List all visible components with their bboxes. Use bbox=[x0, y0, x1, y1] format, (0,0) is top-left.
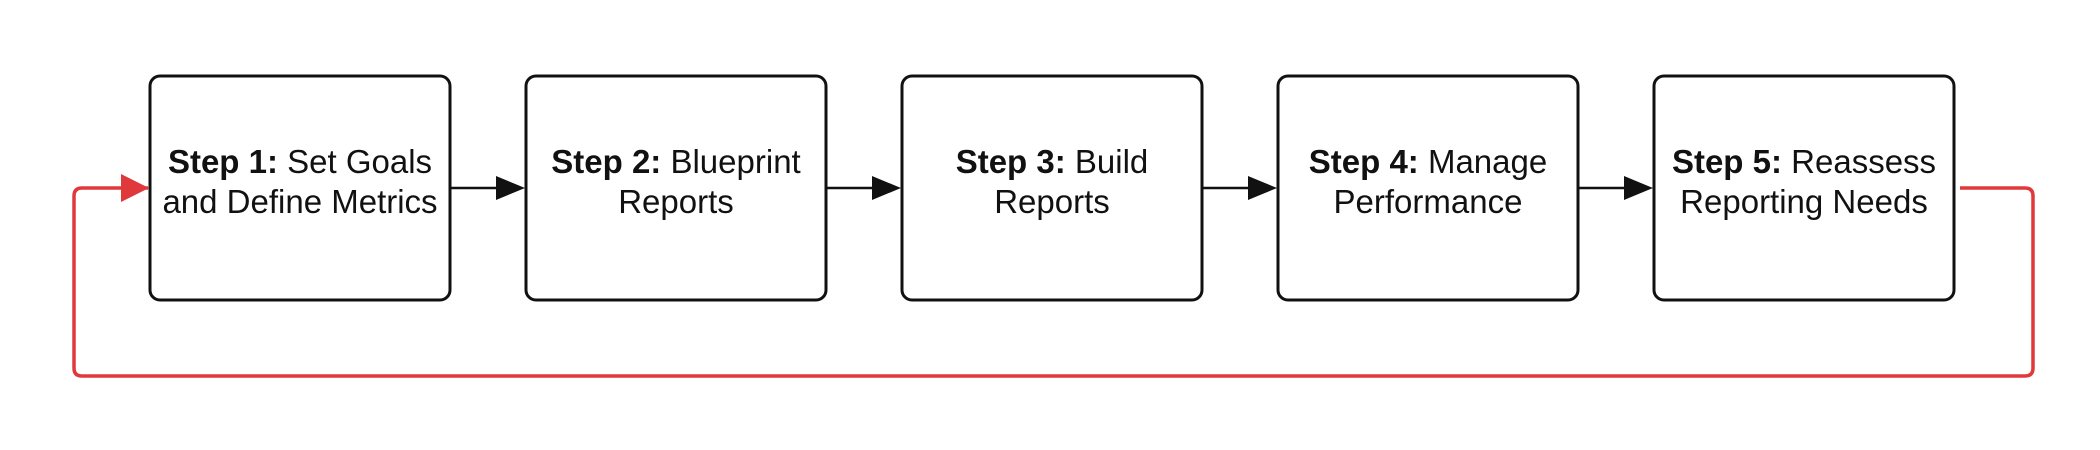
svg-text:Step 3: Build: Step 3: Build bbox=[956, 143, 1149, 180]
step-box-4: Step 4: Manage Performance bbox=[1276, 74, 1580, 302]
connector-3-4-arrowhead bbox=[1248, 176, 1277, 200]
step-3-title-end: Reports bbox=[994, 183, 1110, 220]
step-3-title-start: Build bbox=[1075, 143, 1148, 180]
step-4-number: Step 4: bbox=[1309, 143, 1419, 180]
step-1-title-end: and Define Metrics bbox=[162, 183, 437, 220]
step-5-title-end: Reporting Needs bbox=[1680, 183, 1928, 220]
svg-text:Step 4: Manage: Step 4: Manage bbox=[1309, 143, 1547, 180]
step-connectors bbox=[451, 176, 1653, 200]
svg-text:Step 1: Set Goals: Step 1: Set Goals bbox=[168, 143, 432, 180]
loop-back-arrow bbox=[72, 186, 2035, 378]
step-box-2: Step 2: Blueprint Reports bbox=[524, 74, 828, 302]
step-4-title-end: Performance bbox=[1334, 183, 1523, 220]
step-1-title-start: Set Goals bbox=[287, 143, 432, 180]
step-2-title-end: Reports bbox=[618, 183, 734, 220]
step-2-number: Step 2: bbox=[551, 143, 661, 180]
step-5-title-start: Reassess bbox=[1791, 143, 1936, 180]
loop-arrowhead bbox=[121, 174, 149, 202]
connector-2-3-arrowhead bbox=[872, 176, 901, 200]
step-box-3: Step 3: Build Reports bbox=[900, 74, 1204, 302]
step-1-number: Step 1: bbox=[168, 143, 278, 180]
svg-text:Step 5: Reassess: Step 5: Reassess bbox=[1672, 143, 1936, 180]
step-4-title-start: Manage bbox=[1428, 143, 1547, 180]
svg-text:Step 2: Blueprint: Step 2: Blueprint bbox=[551, 143, 800, 180]
step-box-5: Step 5: Reassess Reporting Needs bbox=[1652, 74, 1956, 302]
step-3-number: Step 3: bbox=[956, 143, 1066, 180]
connector-1-2-arrowhead bbox=[496, 176, 525, 200]
step-box-1: Step 1: Set Goals and Define Metrics bbox=[148, 74, 452, 302]
step-2-title-start: Blueprint bbox=[670, 143, 800, 180]
step-5-number: Step 5: bbox=[1672, 143, 1782, 180]
connector-4-5-arrowhead bbox=[1624, 176, 1653, 200]
